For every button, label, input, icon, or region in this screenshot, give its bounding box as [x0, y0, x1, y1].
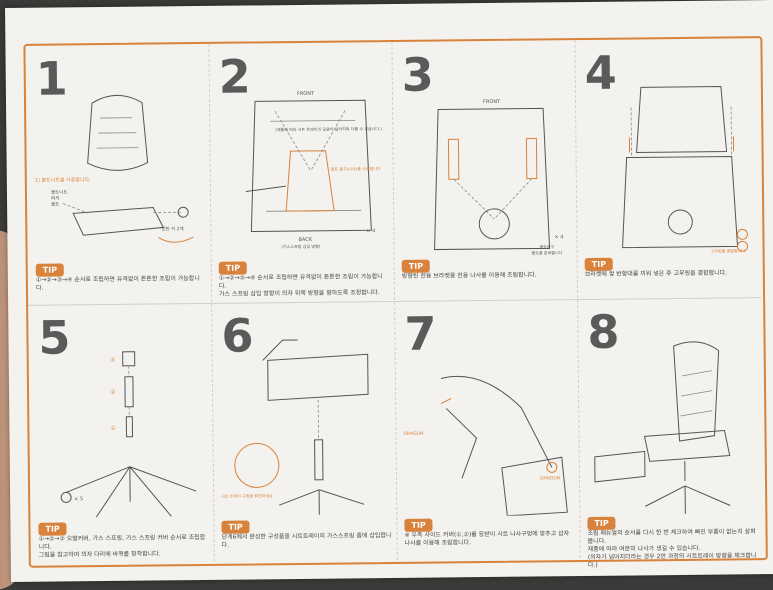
tip-badge: TIP	[584, 257, 614, 271]
step-6-description: 단계6에서 완성한 구성품을 시트트레이의 가스스프링 홈에 삽입합니다.	[222, 532, 392, 550]
step-1-illustration: 1) 볼트너트를 사용합니다. 볼트너트 와셔 볼트 방한 커 2개	[35, 94, 194, 243]
description-line: ①→②→③→④ 순서로 조립하면 유격없이 튼튼한 조립이 가능합니다.	[218, 273, 383, 290]
step-1-label: 와셔	[51, 194, 59, 201]
tip-badge: TIP	[221, 520, 250, 534]
step-4-illustration: 고무링을 결합합니다	[622, 86, 749, 254]
description-line: 가스 스프링 삽입 방향이 의자 뒤쪽 방향을 향하도록 조정합니다.	[218, 289, 380, 298]
step-2-label: 볼트 용구(나사)를 사용합니다	[331, 165, 381, 172]
tip-badge: TIP	[401, 259, 431, 273]
step-2-label: FRONT	[297, 91, 315, 97]
step-6-panel: 6 시트 트레이 구멍을 확인하세요 TIP 단계6에서 완성한 구성품을 시트…	[211, 301, 397, 562]
tip-badge: TIP	[218, 261, 248, 275]
step-5-label: × 5	[74, 496, 83, 502]
step-5-panel: 5 ③ ② ① × 5 TIP ①→②→③ 오발커버, 가스 스프링, 가스 스…	[28, 303, 214, 564]
step-2-label: × 4	[366, 228, 375, 234]
step-2-description: ①→②→③→④ 순서로 조립하면 유격없이 튼튼한 조립이 가능합니다. 가스 …	[219, 273, 389, 299]
step-1-description: ①→②→③→④ 순서로 조립하면 유격없이 튼튼한 조립이 가능합니다.	[36, 275, 206, 293]
steps-grid: 1 1) 볼트너트를 사용합니다. 볼트너트 와셔 볼트 방한 커 2개 TIP…	[25, 38, 763, 569]
step-6-illustration: 시트 트레이 구멍을 확인하세요	[221, 339, 369, 515]
step-5-illustration: ③ ② ① × 5	[60, 351, 197, 518]
tip-badge: TIP	[404, 518, 433, 532]
description-line: 브라켓에 쌓 반항대를 끼워 넣은 후 고무링을 결합합니다.	[584, 269, 728, 278]
step-3-description: 방향된 전용 브라켓을 전용 나사를 이용해 조립합니다.	[402, 271, 572, 281]
tip-badge: TIP	[587, 516, 616, 530]
step-4-panel: 4 고무링을 결합합니다 TIP 브라켓에 쌓 반항대를 끼워 넣은 후 고무링…	[574, 38, 760, 299]
tip-badge: TIP	[35, 263, 65, 277]
step-3-illustration: FRONT × 4 볼트용구 볼트를 준비합니다	[434, 99, 563, 256]
step-7-panel: 7 OHAGUN OHAGUN TIP ※ 우측 사이드 커버(①,②)를 등받…	[394, 299, 580, 560]
step-1-label: 볼트	[51, 200, 59, 207]
step-2-label: BACK	[298, 237, 312, 243]
description-line: ①→②→③→④ 순서로 조립하면 유격없이 튼튼한 조립이 가능합니다.	[35, 275, 200, 292]
step-3-panel: 3 FRONT × 4 볼트용구 볼트를 준비합니다 TIP 방향된 전용 브라…	[391, 40, 577, 301]
step-7-description: ※ 우측 사이드 커버(①,②)를 등받이 시트 나사구멍에 맞추고 삽자 나사…	[405, 530, 575, 548]
step-5-label: ③	[110, 357, 115, 364]
step-7-label: OHAGUN	[540, 475, 560, 481]
description-line: 그림을 참고하여 의자 다리에 바퀴를 장착합니다.	[38, 550, 161, 559]
assembly-instruction-sheet: 1 1) 볼트너트를 사용합니다. 볼트너트 와셔 볼트 방한 커 2개 TIP…	[5, 0, 773, 583]
step-3-label: × 4	[554, 234, 563, 240]
step-8-illustration	[594, 341, 731, 514]
step-1-panel: 1 1) 볼트너트를 사용합니다. 볼트너트 와셔 볼트 방한 커 2개 TIP…	[25, 44, 211, 305]
step-2-label: (제품에 따라 시트 트레이의 모양이 달라지며 다를 수 있습니다.)	[275, 125, 382, 132]
step-6-label: 시트 트레이 구멍을 확인하세요	[221, 492, 273, 499]
step-2-illustration: FRONT (제품에 따라 시트 트레이의 모양이 달라지며 다를 수 있습니다…	[245, 91, 382, 249]
step-2-label: (가스스프링 삽입 방향)	[281, 243, 320, 249]
step-1-label: 방한 커 2개	[161, 225, 183, 232]
description-line: ①→②→③ 오발커버, 가스 스프링, 가스 스프링 커버 순서로 조립합니다.	[38, 533, 206, 551]
step-4-description: 브라켓에 쌓 반항대를 끼워 넣은 후 고무링을 결합합니다.	[585, 269, 755, 279]
step-5-label: ①	[110, 425, 115, 432]
step-4-label: 고무링을 결합합니다	[711, 247, 746, 253]
step-1-label: 1) 볼트너트를 사용합니다.	[35, 176, 91, 184]
step-3-label: 볼트를 준비합니다	[532, 249, 563, 255]
step-7-label: OHAGUN	[403, 431, 423, 437]
step-5-description: ①→②→③ 오발커버, 가스 스프링, 가스 스프링 커버 순서로 조립합니다.…	[39, 534, 209, 560]
description-line: 나사를 이용해 조립합니다.	[404, 539, 472, 547]
step-1-label: 볼트너트	[51, 188, 68, 195]
step-7-illustration: OHAGUN OHAGUN	[403, 375, 568, 517]
tip-badge: TIP	[38, 522, 67, 536]
description-line: (의자가 넘어지더라는 경우 2번 과정의 시트트레이 방향을 체크합니다.)	[587, 552, 757, 569]
step-3-label: 볼트용구	[540, 243, 555, 249]
step-2-panel: 2 FRONT (제품에 따라 시트 트레이의 모양이 달라지며 다를 수 있습…	[208, 42, 394, 303]
step-8-description: 조립 매뉴얼의 순서를 다시 한 번 체크하여 빠진 부품이 없는지 살펴봅니다…	[588, 528, 758, 570]
description-line: 방향된 전용 브라켓을 전용 나사를 이용해 조립합니다.	[401, 271, 537, 280]
description-line: 단계6에서 완성한 구성품을 시트트레이의 가스스프링 홈에 삽입합니다.	[221, 532, 392, 549]
description-line: 조립 매뉴얼의 순서를 다시 한 번 체크하여 빠진 부품이 없는지 살펴봅니다…	[587, 528, 756, 545]
step-8-panel: 8 TIP 조립 매뉴얼의 순서를 다시 한 번 체크하여 빠진 부품이 없는지…	[577, 297, 763, 569]
step-3-label: FRONT	[483, 99, 501, 105]
step-5-label: ②	[110, 389, 116, 396]
